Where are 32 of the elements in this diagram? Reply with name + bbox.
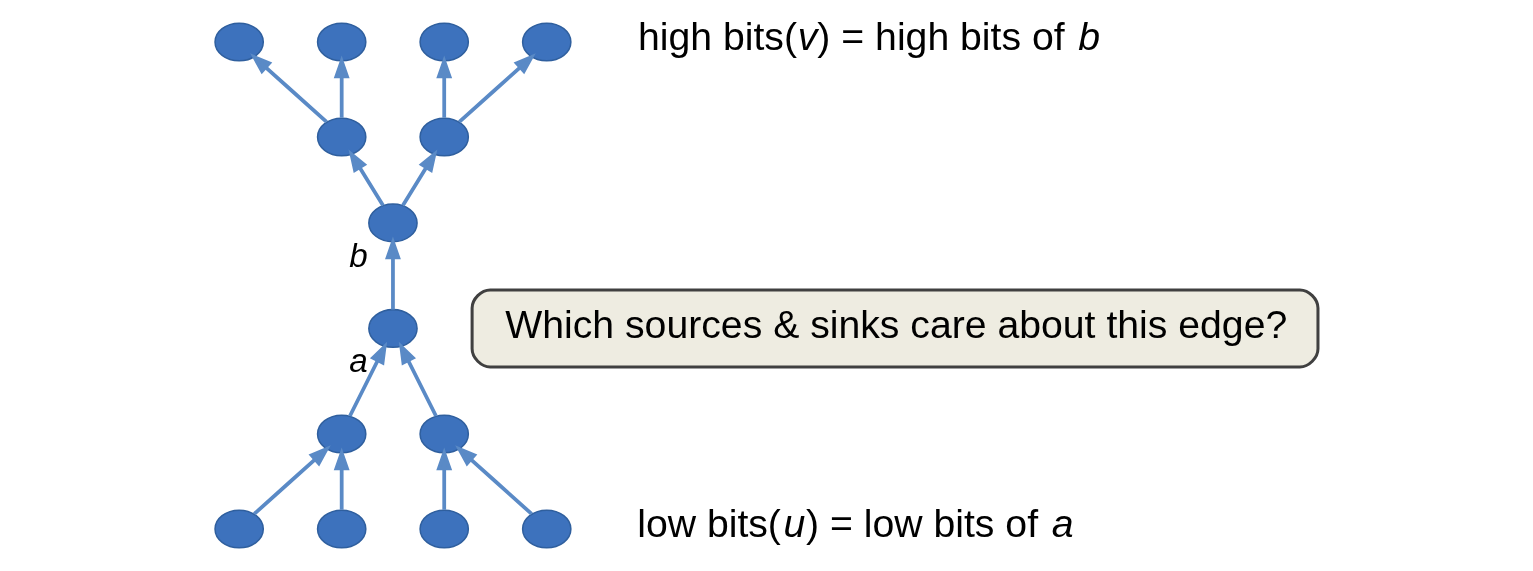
arrow: [253, 445, 331, 516]
arrow: [333, 447, 350, 510]
arrow: [398, 341, 438, 417]
node-label: a: [349, 342, 368, 380]
node-circle: [316, 509, 367, 549]
node-box: Which sources & sinks care about this edge?: [470, 288, 1320, 369]
arrow: [333, 55, 350, 118]
label: low bits(u) = low bits of a: [637, 502, 1074, 545]
node-circle: [521, 509, 572, 549]
node-circle: [521, 22, 572, 62]
arrow: [401, 149, 438, 207]
node-circle: [419, 117, 470, 157]
node-circle: [214, 509, 265, 549]
arrow: [348, 149, 385, 207]
arrow: [385, 236, 401, 310]
arrow: [436, 55, 453, 118]
node-circle: [214, 22, 265, 62]
arrow: [436, 447, 453, 510]
node-circle: [419, 22, 470, 62]
node-circle: [316, 117, 367, 157]
node-circle: [316, 414, 367, 454]
node-circle: [419, 414, 470, 454]
arrow: [455, 445, 533, 516]
arrow: [348, 341, 388, 417]
node-circle: [316, 22, 367, 62]
node-label: b: [349, 236, 368, 274]
label: high bits(v) = high bits of b: [637, 14, 1101, 58]
arrow: [250, 53, 328, 124]
node-circle: [368, 308, 418, 349]
arrow: [458, 53, 536, 124]
node-circle: [368, 203, 418, 243]
node-circle: [419, 509, 470, 549]
